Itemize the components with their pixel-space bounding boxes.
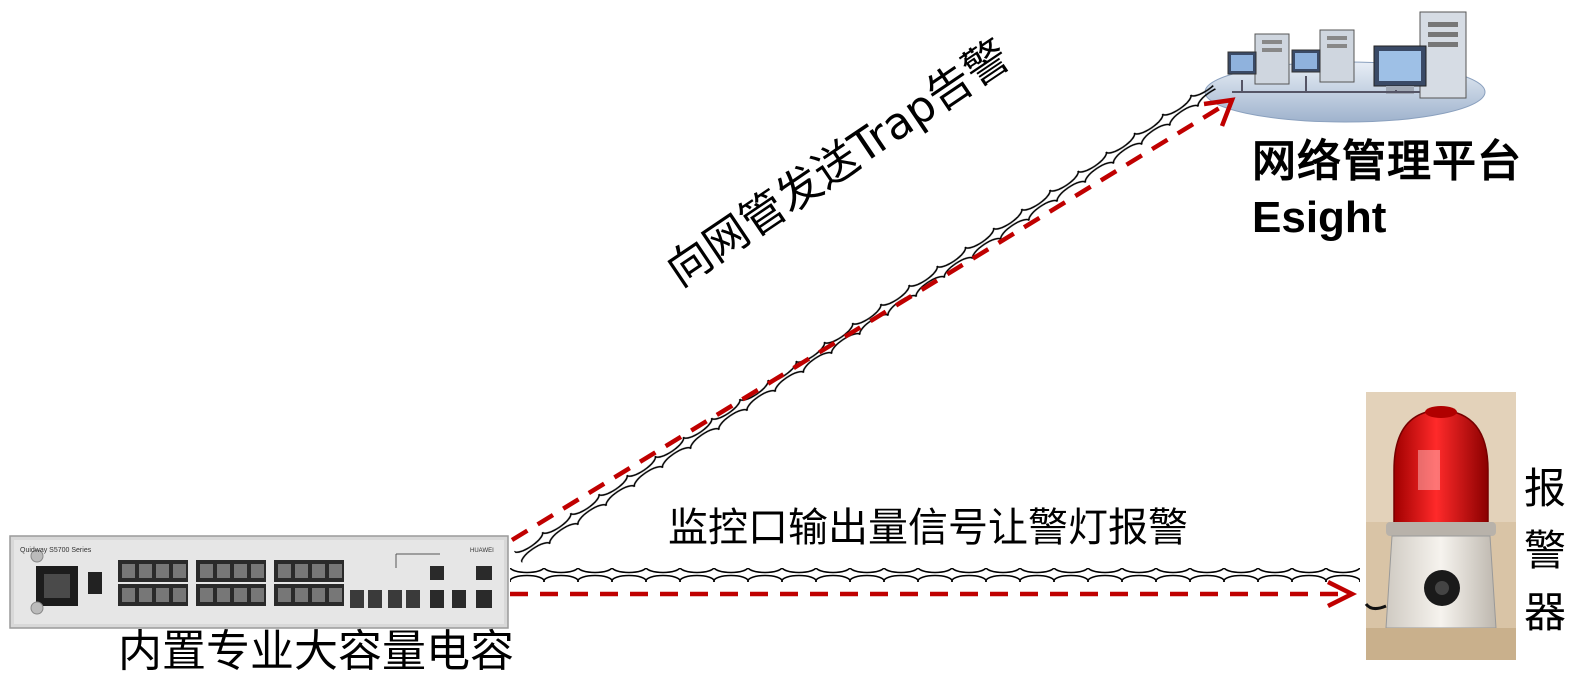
trap-arrow [510,97,1236,542]
monitor-arrow [510,579,1358,609]
alarm-label-char: 报 [1523,464,1566,513]
switch-caption: 内置专业大容量电容 [118,626,514,677]
alarm-label: 报 警 器 [1518,458,1572,644]
rotating-warning-lamp-icon [1364,392,1516,660]
switch-model-text: Quidway S5700 Series [20,547,92,554]
nms-title: 网络管理平台 [1252,136,1522,187]
network-switch-icon: Quidway S5700 Series HUAWEI [9,535,509,629]
trap-cable [514,81,1219,563]
server-cluster-icon [1204,11,1486,123]
switch-brand-text: HUAWEI [470,548,494,554]
alarm-label-char: 器 [1523,588,1566,637]
monitor-link-label: 监控口输出量信号让警灯报警 [668,505,1188,551]
nms-subtitle: Esight [1252,193,1387,242]
monitor-cable [510,568,1360,582]
alarm-label-char: 警 [1523,526,1566,575]
